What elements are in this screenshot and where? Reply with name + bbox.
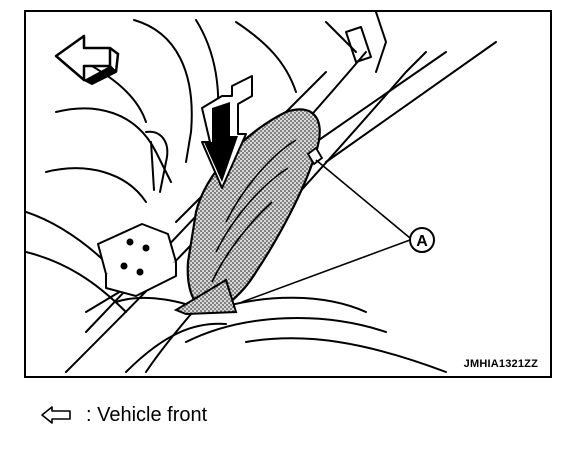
parking-brake-lever bbox=[173, 108, 321, 316]
legend-text: : Vehicle front bbox=[86, 403, 208, 426]
bolt bbox=[142, 244, 150, 252]
illustration-frame: A JMHIA1321ZZ bbox=[24, 10, 552, 378]
legend: : Vehicle front bbox=[40, 400, 207, 430]
figure-code: JMHIA1321ZZ bbox=[463, 358, 538, 370]
bolt bbox=[126, 238, 134, 246]
front-direction-arrow-icon bbox=[54, 34, 120, 85]
callout-a-label: A bbox=[416, 233, 428, 250]
front-arrow-icon bbox=[41, 406, 71, 424]
bolt bbox=[136, 268, 144, 276]
callout-a-circle bbox=[409, 227, 435, 253]
clip-a-upper bbox=[306, 146, 324, 166]
push-down-arrow-icon bbox=[201, 75, 253, 189]
callout-a: A bbox=[241, 159, 435, 303]
bolt bbox=[120, 262, 128, 270]
console-illustration: A bbox=[26, 12, 497, 373]
console-bracket bbox=[97, 223, 177, 297]
